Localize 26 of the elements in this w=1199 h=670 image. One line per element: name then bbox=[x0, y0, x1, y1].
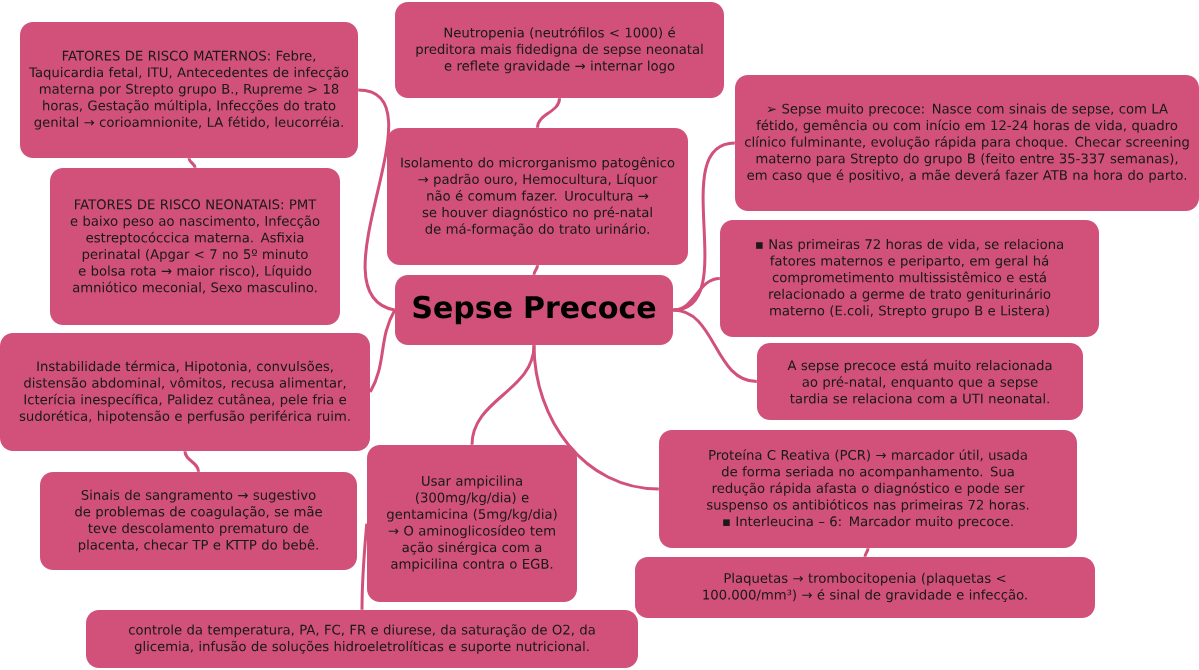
topic-box: Sinais de sangramento → sugestivo de problemas de coagulação, se mãe teve descolamento prematuro de placenta, checar TP e KTTP do bebê. bbox=[40, 472, 357, 570]
topic-box: Usar ampicilina (300mg/kg/dia) e gentamicina (5mg/kg/dia) → O aminoglicosídeo tem ação sinérgica com a ampicilina contra o EGB. bbox=[367, 445, 577, 602]
topic-box: FATORES DE RISCO NEONATAIS: PMT e baixo peso ao nascimento, Infecção estreptocóccica materna. Asfixia perinatal (Apgar < 7 no 5º minuto e bolsa rota → maior risco), Líquido amniótico meconial, Sexo masculino. bbox=[50, 168, 340, 325]
connector-line bbox=[532, 345, 659, 491]
topic-box: A sepse precoce está muito relacionada ao pré-natal, enquanto que a sepse tardia se relaciona com a UTI neonatal. bbox=[757, 343, 1083, 420]
connector-line bbox=[863, 547, 870, 558]
topic-box: Plaquetas → trombocitopenia (plaquetas < 100.000/mm³) → é sinal de gravidade e infecção. bbox=[635, 557, 1095, 618]
topic-box: Proteína C Reativa (PCR) → marcador útil, usada de forma seriada no acompanhamento. Sua redução rápida afasta o diagnóstico e pode ser suspenso os antibióticos nas primeiras 72 horas. ▪ Interleucina – 6: Marcador muito precoce. bbox=[659, 430, 1077, 548]
connector-line bbox=[360, 523, 369, 610]
connector-line bbox=[187, 157, 197, 169]
connector-line bbox=[532, 264, 539, 276]
connector-line bbox=[673, 277, 720, 312]
topic-box: Instabilidade térmica, Hipotonia, convulsões, distensão abdominal, vômitos, recusa alimentar, Icterícia inespecífica, Palidez cutânea, pele fria e sudorética, hipotensão e perfusão periférica ruim. bbox=[0, 333, 370, 451]
topic-box: controle da temperatura, PA, FC, FR e diurese, da saturação de O2, da glicemia, infusão de soluções hidroeletrolíticas e suporte nutricional. bbox=[86, 610, 638, 668]
connector-line bbox=[357, 88, 396, 312]
topic-box: ➢ Sepse muito precoce: Nasce com sinais de sepse, com LA fétido, gemência ou com início em 12-24 horas de vida, quadro clínico fulminante, evolução rápida para choque. Checar screening materno para Strepto do grupo B (feito entre 35-337 semanas), em caso que é positivo, a mãe deverá fazer ATB na hora do parto. bbox=[735, 75, 1199, 211]
topic-box: FATORES DE RISCO MATERNOS: Febre, Taquicardia fetal, ITU, Antecedentes de infecção materna por Strepto grupo B., Rupreme > 18 horas, Gestação múltipla, Infecções do trato genital → corioamnionite, LA fétido, leucorréia. bbox=[20, 22, 358, 158]
connector-line bbox=[183, 450, 200, 473]
connector-line bbox=[470, 345, 536, 445]
topic-box: Isolamento do microrganismo patogênico → padrão ouro, Hemocultura, Líquor não é comum fazer. Urocultura → se houver diagnóstico no pré-natal de má-formação do trato urinário. bbox=[387, 128, 688, 265]
central-topic-box: Sepse Precoce bbox=[395, 275, 673, 345]
connector-line bbox=[368, 309, 397, 393]
connector-line bbox=[673, 308, 758, 383]
connector-line bbox=[536, 98, 561, 128]
topic-box: ▪ Nas primeiras 72 horas de vida, se relaciona fatores maternos e periparto, em geral há comprometimento multissistêmico e está relacionado a germe de trato geniturinário materno (E.coli, Strepto grupo B e Listera) bbox=[720, 220, 1099, 337]
topic-box: Neutropenia (neutrófilos < 1000) é preditora mais fidedigna de sepse neonatal e reflete gravidade → internar logo bbox=[395, 2, 724, 98]
